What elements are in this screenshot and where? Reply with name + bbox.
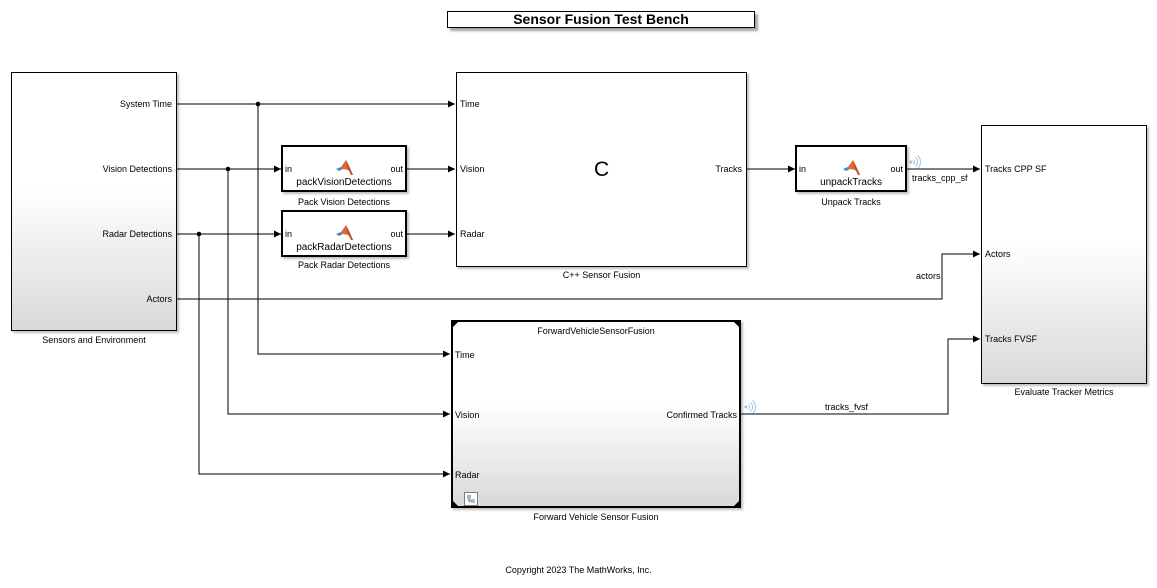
signal-label-actors: actors <box>916 271 941 281</box>
signal-label-tracks-cpp-sf: tracks_cpp_sf <box>912 173 968 183</box>
model-reference-icon <box>464 492 478 506</box>
port-in: in <box>285 164 293 174</box>
port-radar-detections: Radar Detections <box>102 229 172 239</box>
port-out: out <box>390 164 403 174</box>
port-system-time: System Time <box>119 99 172 109</box>
wire-vision-to-fvsf <box>227 169 450 418</box>
wire-actors-to-evaluate <box>177 250 980 300</box>
wire-radar-to-fvsf <box>198 234 450 478</box>
port-out: out <box>390 229 403 239</box>
unpack-tracks-caption: Unpack Tracks <box>821 197 881 207</box>
matlab-logo-icon <box>336 225 353 240</box>
fvsf-header: ForwardVehicleSensorFusion <box>537 326 655 336</box>
port-vision: Vision <box>455 410 480 420</box>
forward-vehicle-sensor-fusion-block[interactable]: ForwardVehicleSensorFusion Time Vision R… <box>451 320 741 508</box>
function-name: packVisionDetections <box>296 177 392 188</box>
port-confirmed-tracks: Confirmed Tracks <box>666 410 737 420</box>
port-in: in <box>285 229 293 239</box>
sensors-and-environment-block[interactable]: System Time Vision Detections Radar Dete… <box>11 72 177 331</box>
cpp-block-label: C <box>594 158 610 181</box>
port-time: Time <box>460 99 480 109</box>
pack-radar-detections-block[interactable]: in out packRadarDetections <box>281 210 407 257</box>
port-vision-detections: Vision Detections <box>102 164 172 174</box>
branch-point-time <box>255 101 261 107</box>
port-actors: Actors <box>146 294 172 304</box>
pack-radar-caption: Pack Radar Detections <box>297 260 391 270</box>
evaluate-tracker-metrics-block[interactable]: Tracks CPP SF Actors Tracks FVSF <box>981 125 1147 384</box>
evaluate-block-caption: Evaluate Tracker Metrics <box>1014 387 1114 397</box>
port-tracks-fvsf: Tracks FVSF <box>985 334 1038 344</box>
branch-point-radar <box>196 231 202 237</box>
port-in: in <box>799 164 807 174</box>
function-name: unpackTracks <box>820 177 882 188</box>
unpack-tracks-block[interactable]: in out unpackTracks <box>795 145 907 192</box>
port-vision: Vision <box>460 164 485 174</box>
port-tracks: Tracks <box>715 164 742 174</box>
cpp-sensor-fusion-block[interactable]: Time Vision Radar Tracks C <box>456 72 747 267</box>
port-radar: Radar <box>455 470 480 480</box>
logging-icon <box>909 155 921 169</box>
port-actors: Actors <box>985 249 1011 259</box>
fvsf-caption: Forward Vehicle Sensor Fusion <box>533 512 659 522</box>
port-out: out <box>890 164 903 174</box>
port-radar: Radar <box>460 229 485 239</box>
wire-fvsf-to-evaluate <box>741 335 980 415</box>
model-reference-corners <box>451 320 741 508</box>
port-tracks-cpp-sf: Tracks CPP SF <box>985 164 1047 174</box>
matlab-logo-icon <box>336 160 353 175</box>
pack-vision-caption: Pack Vision Detections <box>298 197 390 207</box>
logging-icon <box>744 400 756 414</box>
matlab-logo-icon <box>843 160 860 175</box>
branch-point-vision <box>225 166 231 172</box>
signal-label-tracks-fvsf: tracks_fvsf <box>825 402 869 412</box>
port-time: Time <box>455 350 475 360</box>
copyright-notice: Copyright 2023 The MathWorks, Inc. <box>505 565 652 575</box>
wire-time-to-fvsf <box>257 104 450 358</box>
cpp-fusion-caption: C++ Sensor Fusion <box>562 270 641 280</box>
diagram-title: Sensor Fusion Test Bench <box>447 11 755 28</box>
function-name: packRadarDetections <box>296 242 392 253</box>
sensors-block-caption: Sensors and Environment <box>42 335 146 345</box>
pack-vision-detections-block[interactable]: in out packVisionDetections <box>281 145 407 192</box>
